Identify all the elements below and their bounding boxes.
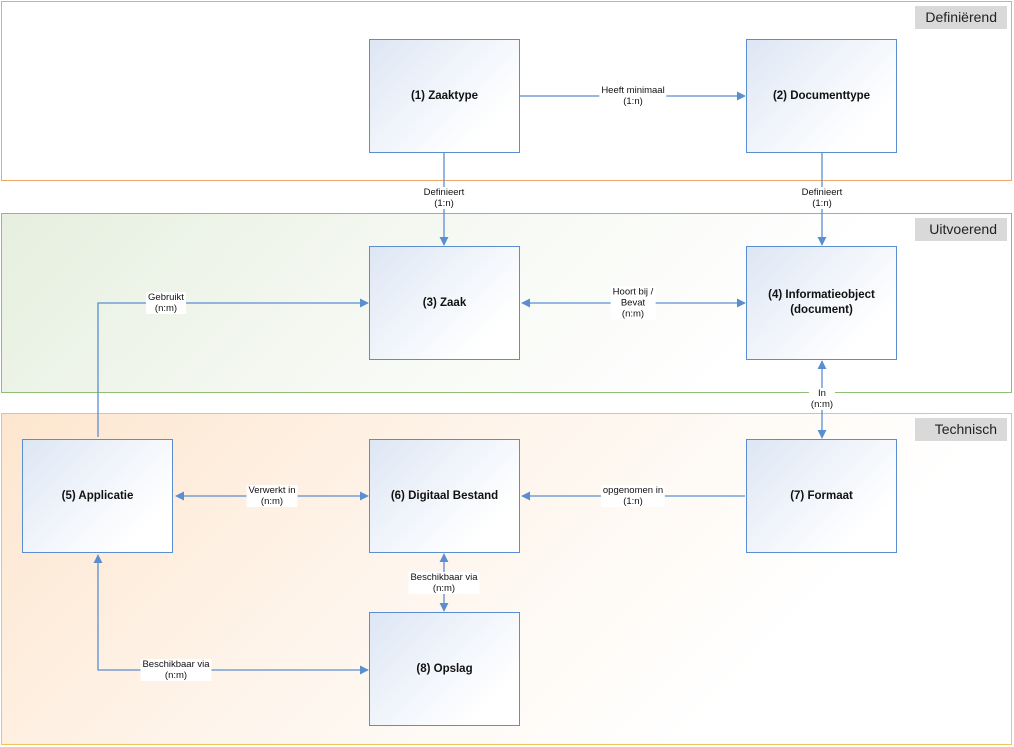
relation-label-hoort-bij: Hoort bij / Bevat (n:m) xyxy=(610,286,656,320)
box-zaak-label: (3) Zaak xyxy=(422,296,467,309)
box-applicatie-label: (5) Applicatie xyxy=(61,489,134,502)
box-zaaktype-label: (1) Zaaktype xyxy=(410,89,479,102)
relation-label-beschikbaar-via-applicatie: Beschikbaar via (n:m) xyxy=(140,659,212,681)
relation-label-definieert-informatieobject: Definieert (1:n) xyxy=(799,187,845,209)
box-zaaktype[interactable]: (1) Zaaktype xyxy=(369,39,520,153)
band-title-definierend: Definiërend xyxy=(915,6,1007,29)
box-informatieobject[interactable]: (4) Informatieobject (document) xyxy=(746,246,897,360)
box-formaat[interactable]: (7) Formaat xyxy=(746,439,897,553)
relation-label-in: In (n:m) xyxy=(808,388,836,410)
box-documenttype[interactable]: (2) Documenttype xyxy=(746,39,897,153)
arrow-applicatie-zaak xyxy=(97,298,369,437)
box-digitaal-bestand-label: (6) Digitaal Bestand xyxy=(390,489,499,502)
arrow-applicatie-opslag xyxy=(93,554,369,675)
box-opslag[interactable]: (8) Opslag xyxy=(369,612,520,726)
box-applicatie[interactable]: (5) Applicatie xyxy=(22,439,173,553)
box-digitaal-bestand[interactable]: (6) Digitaal Bestand xyxy=(369,439,520,553)
box-informatieobject-sublabel: (document) xyxy=(790,304,853,316)
box-documenttype-label: (2) Documenttype xyxy=(772,89,871,102)
box-informatieobject-label: (4) Informatieobject xyxy=(768,289,875,301)
relation-label-gebruikt: Gebruikt (n:m) xyxy=(146,292,186,314)
relation-label-heeft-minimaal: Heeft minimaal (1:n) xyxy=(599,85,667,107)
box-formaat-label: (7) Formaat xyxy=(790,489,853,502)
box-opslag-label: (8) Opslag xyxy=(416,662,473,675)
relation-label-opgenomen-in: opgenomen in (1:n) xyxy=(600,485,666,507)
relation-label-beschikbaar-via-opslag: Beschikbaar via (n:m) xyxy=(408,572,480,594)
band-title-uitvoerend: Uitvoerend xyxy=(915,218,1007,241)
relation-label-definieert-zaak: Definieert (1:n) xyxy=(421,187,467,209)
box-zaak[interactable]: (3) Zaak xyxy=(369,246,520,360)
band-title-technisch: Technisch xyxy=(915,418,1007,441)
relation-label-verwerkt-in: Verwerkt in (n:m) xyxy=(246,485,298,507)
